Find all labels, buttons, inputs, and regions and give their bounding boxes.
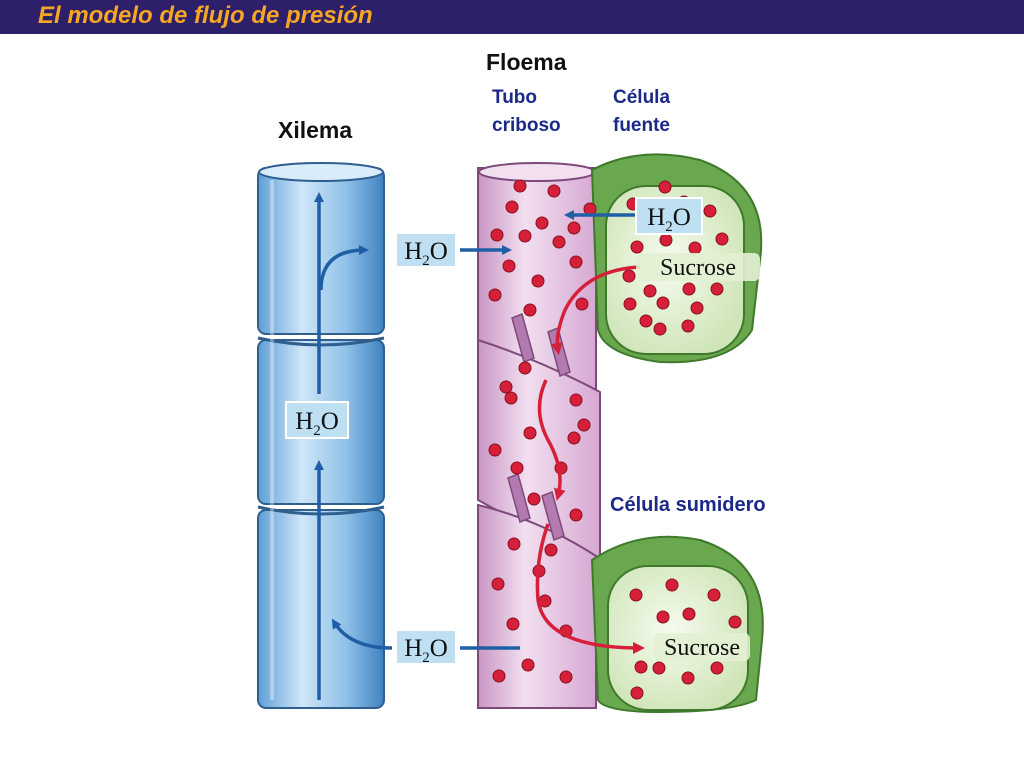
sucrose-label-source: Sucrose [636, 253, 760, 281]
water-label-source-cell: H2O [635, 197, 703, 235]
water-label-sink-side: H2O [395, 629, 457, 666]
svg-text:H2O: H2O [404, 238, 448, 269]
sieve-tube-label: Tubo criboso [492, 87, 561, 136]
svg-text:H2O: H2O [404, 635, 448, 666]
sieve-tube [477, 162, 601, 709]
svg-text:Sucrose: Sucrose [664, 635, 740, 661]
sucrose-label-sink: Sucrose [654, 633, 750, 661]
sucrose-flow-arrow [535, 265, 645, 654]
source-cell-label: Célula fuente [613, 87, 671, 136]
water-label-xylem: H2O [285, 401, 349, 439]
svg-text:Sucrose: Sucrose [660, 255, 736, 281]
phloem-label: Floema [486, 49, 567, 75]
water-label-xylem-side: H2O [395, 232, 457, 269]
svg-text:H2O: H2O [295, 408, 339, 439]
sugar-dots-sink-cell [629, 578, 742, 700]
slide-title: El modelo de flujo de presión [38, 2, 373, 29]
sink-cell-label: Célula sumidero [610, 494, 766, 516]
svg-text:H2O: H2O [647, 204, 691, 235]
title-bar [0, 0, 1024, 34]
xylem-label: Xilema [278, 117, 353, 143]
xylem-vessel [257, 162, 385, 709]
water-flow-arrows [314, 192, 636, 700]
